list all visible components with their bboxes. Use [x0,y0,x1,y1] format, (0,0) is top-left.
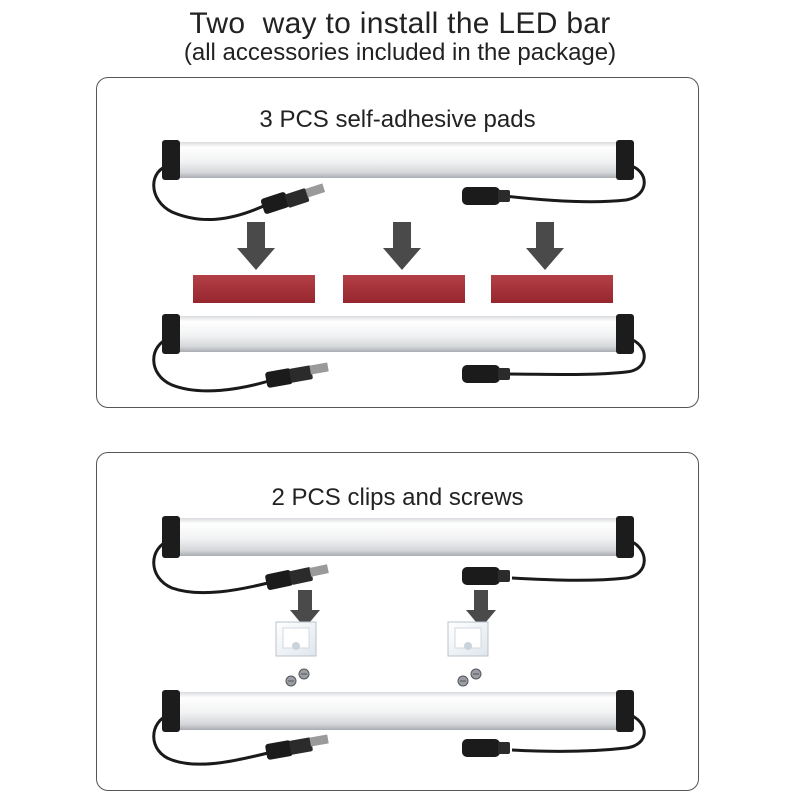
dc-female-jack-icon [462,739,510,757]
adhesive-pad-icon [343,275,465,303]
screw-icon [470,668,482,680]
dc-female-jack-icon [462,567,510,585]
arrow-down-icon [237,222,275,270]
screw-icon [298,668,310,680]
arrow-down-icon [526,222,564,270]
arrow-down-icon [466,590,496,628]
method-panel-adhesive: 3 PCS self-adhesive pads [96,77,699,408]
dc-female-jack-icon [462,365,510,383]
led-bar-icon [152,140,646,221]
dc-male-plug-icon [265,564,329,590]
title: Two way to install the LED bar [189,7,611,40]
adhesive-pad-icon [491,275,613,303]
dc-male-plug-icon [260,183,326,214]
screw-icon [285,675,297,687]
led-bar-icon [152,516,646,595]
arrow-down-icon [290,590,320,628]
led-bar-icon [152,690,646,766]
panel-label: 2 PCS clips and screws [271,484,524,511]
panel-label: 3 PCS self-adhesive pads [259,106,536,133]
mounting-clip-icon [447,621,489,657]
subtitle: (all accessories included in the package… [183,39,617,66]
adhesive-pad-icon [193,275,315,303]
mounting-clip-icon [275,621,317,657]
method-panel-clips: 2 PCS clips and screws [96,452,699,791]
dc-male-plug-icon [265,734,329,760]
dc-female-jack-icon [462,187,510,205]
dc-male-plug-icon [265,362,329,388]
screw-icon [457,675,469,687]
arrow-down-icon [383,222,421,270]
led-bar-icon [152,314,646,393]
